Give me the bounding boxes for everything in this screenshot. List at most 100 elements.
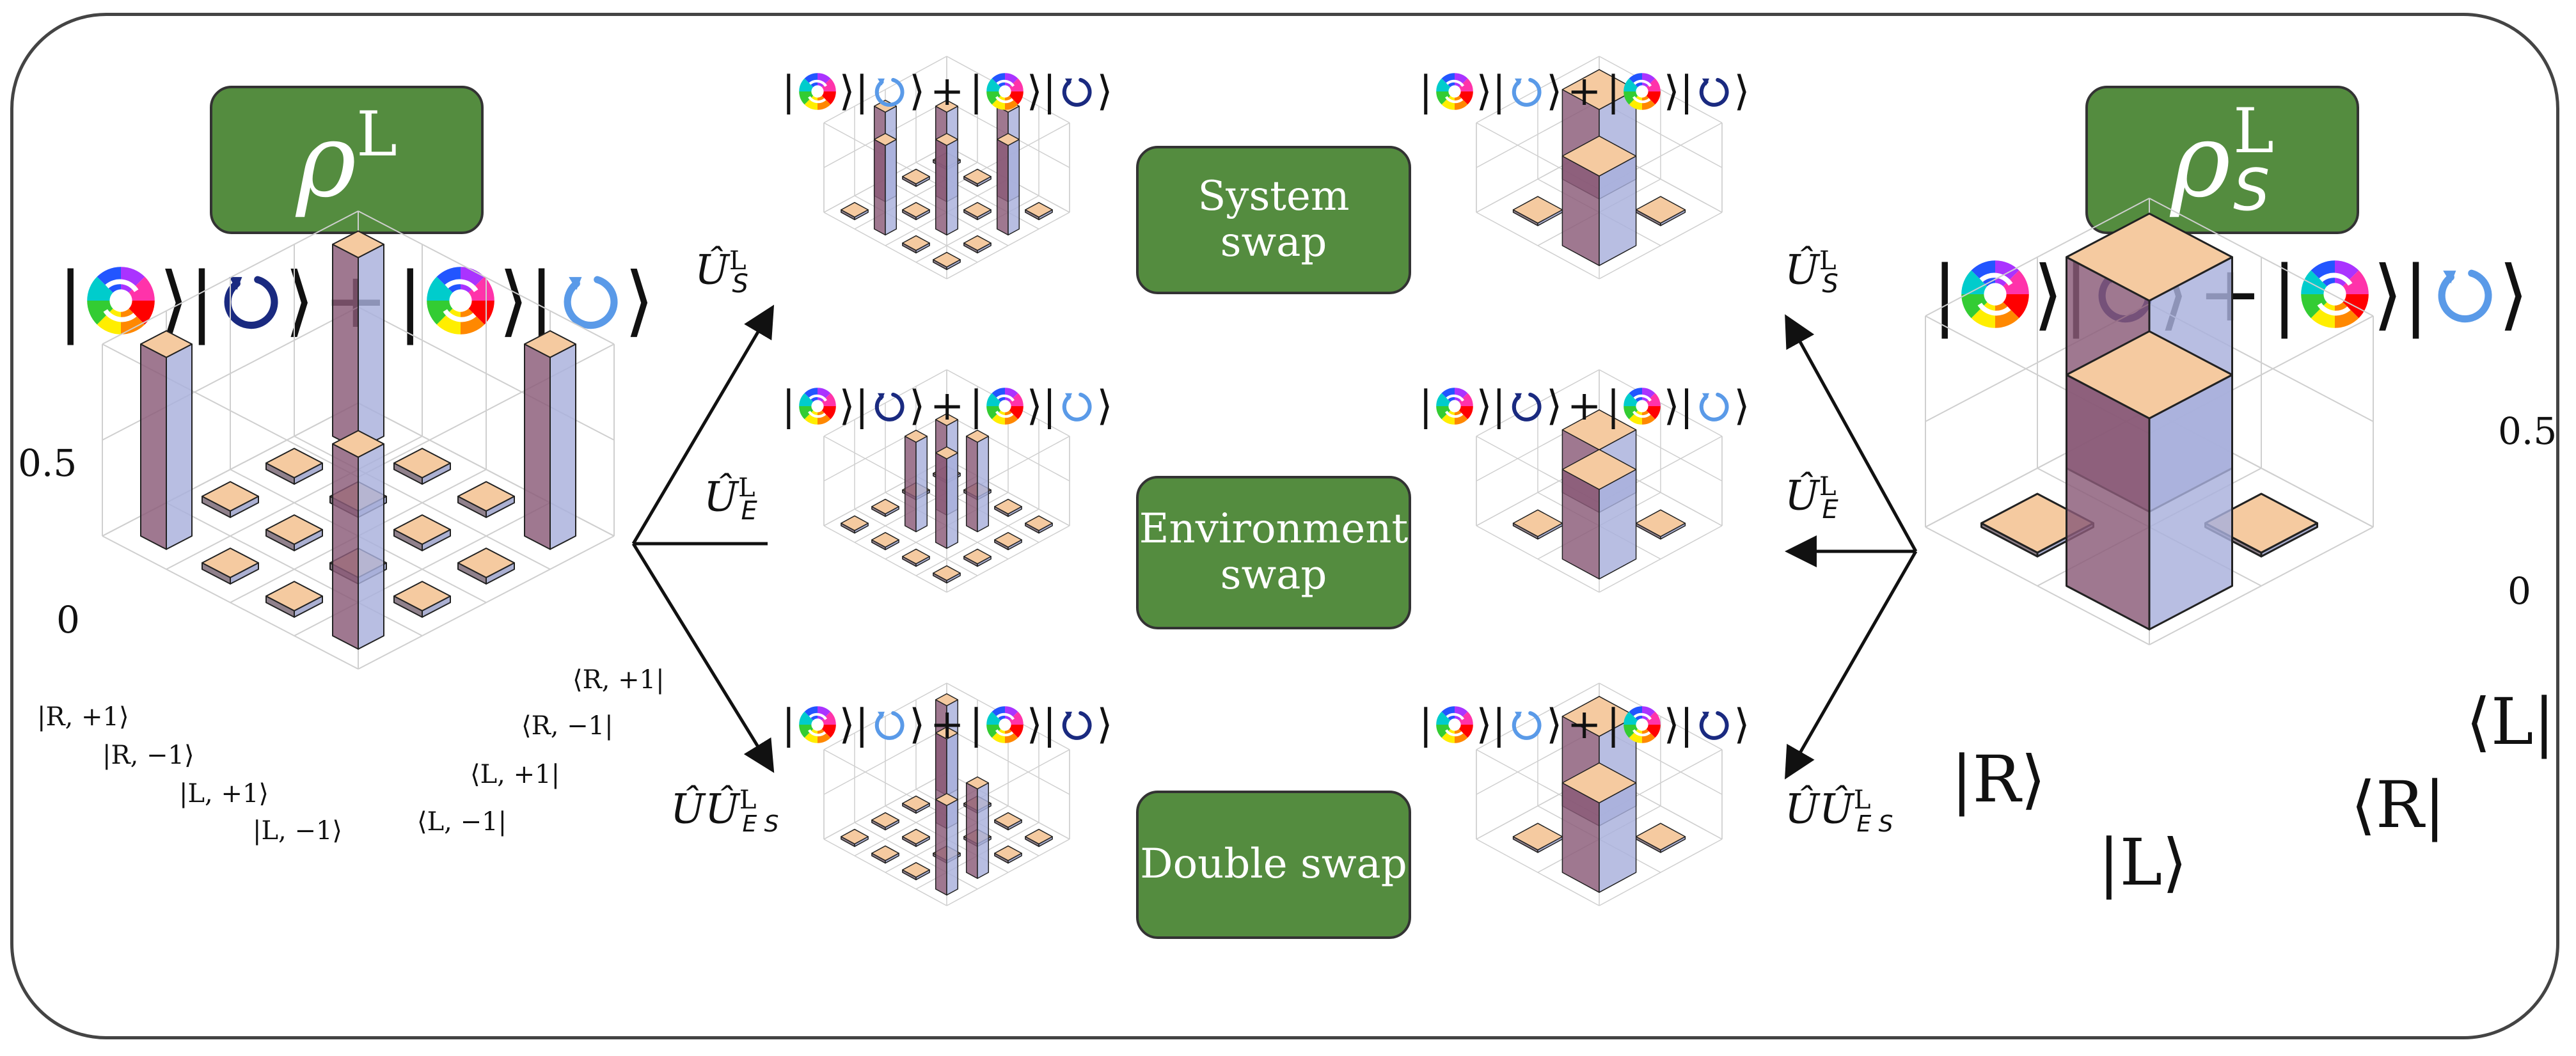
- ket-bar: |: [1606, 701, 1620, 748]
- coherence-tile-3-3: [933, 565, 961, 584]
- system-swap-box: System swap: [1136, 146, 1411, 294]
- bar-3-1: [873, 132, 897, 236]
- oam-disc-icon: [986, 73, 1023, 110]
- ket-bar: |: [189, 256, 215, 345]
- ket-bar: |: [782, 382, 796, 430]
- ket-bar: |: [1492, 68, 1506, 115]
- oam-disc-icon: [1435, 706, 1473, 743]
- ket-angle: ⟩: [1734, 68, 1750, 115]
- ket-bar: |: [58, 256, 84, 345]
- ket-angle: ⟩: [1096, 382, 1113, 430]
- coherence-tile-1-0: [902, 795, 930, 814]
- polarization-arrow-icon: [2438, 270, 2492, 323]
- left-z-tick-0: 0: [56, 598, 80, 642]
- plus-sign: +: [1567, 382, 1602, 430]
- plus-sign: +: [929, 701, 965, 748]
- oam-disc-icon: [798, 706, 836, 743]
- coherence-tile-3-1: [871, 845, 899, 864]
- ket-bar: |: [2403, 249, 2429, 339]
- coherence-tile-3-1: [201, 548, 259, 585]
- coherence-tile-3-0: [841, 201, 869, 221]
- plus-sign: +: [1567, 68, 1602, 115]
- rho-symbol: ρ: [296, 100, 357, 220]
- ket-angle: ⟩: [1476, 382, 1492, 430]
- arrow-from-right-double: [1785, 550, 1918, 780]
- ket-bar: |: [1419, 701, 1433, 748]
- coherence-tile-1-2: [963, 201, 992, 221]
- ket-bar: |: [969, 68, 983, 115]
- polarization-arrow-icon: [564, 276, 618, 329]
- polarization-arrow-icon: [1063, 78, 1092, 107]
- coherence-tile-0-2: [994, 812, 1022, 831]
- ket-bar: |: [1042, 68, 1057, 115]
- ket-bar: |: [1679, 68, 1694, 115]
- ket-angle: ⟩: [624, 256, 654, 345]
- bar-1-3: [996, 132, 1020, 236]
- bar-3-0: [140, 330, 193, 550]
- coherence-tile-2-0: [871, 812, 899, 831]
- coherence-tile-2-1: [902, 201, 930, 221]
- coherence-tile-2-3: [963, 235, 992, 254]
- polarization-arrow-icon: [1512, 78, 1542, 107]
- mini-equation-environment-right: |⟩|⟩ + |⟩|⟩: [1419, 377, 1750, 435]
- arrow-to-double-swap: [631, 542, 775, 773]
- coherence-tile-3-3: [933, 251, 961, 271]
- polarization-arrow-icon: [1512, 711, 1542, 741]
- polarization-arrow-icon: [874, 78, 905, 107]
- coherence-tile-1-0: [902, 168, 930, 187]
- coherence-tile-2-3: [963, 548, 992, 567]
- coherence-tile-0-1: [963, 168, 992, 187]
- ket-angle: ⟩: [284, 256, 315, 345]
- ket-angle: ⟩: [1546, 701, 1563, 748]
- ket-bar: |: [1419, 382, 1433, 430]
- rho-S-superscript: L: [2233, 95, 2274, 167]
- op-right-environment: ÛLE: [1785, 472, 1838, 525]
- coherence-tile-1-3: [994, 845, 1022, 864]
- ket-bar: |: [969, 701, 983, 748]
- coherence-tile-2-1: [902, 828, 930, 847]
- environment-swap-label-2: swap: [1220, 551, 1327, 599]
- rho-S-symbol: ρ: [2170, 100, 2231, 220]
- ket-angle: ⟩: [1663, 68, 1680, 115]
- mini-equation-system-left: |⟩|⟩ + |⟩|⟩: [782, 63, 1112, 120]
- ket-bar: |: [1606, 382, 1620, 430]
- ket-angle: ⟩: [839, 382, 855, 430]
- ket-bar: |: [1042, 701, 1057, 748]
- oam-disc-icon: [798, 388, 836, 425]
- mini-plot-system-right: [1476, 56, 1723, 280]
- right-z-tick-0: 0: [2508, 569, 2531, 613]
- mini-plot-environment-left: [823, 369, 1070, 593]
- ket-angle: ⟩: [909, 701, 926, 748]
- bar-0-3: [524, 330, 576, 550]
- system-swap-label: System swap: [1197, 173, 1350, 266]
- ket-bar: |: [855, 68, 869, 115]
- bar-3-3: [332, 430, 384, 650]
- bar-2-2: [935, 132, 959, 236]
- coherence-tile-3-2: [902, 548, 930, 567]
- mini-plot-system-left: [823, 56, 1070, 280]
- coherence-tile-1-2: [393, 514, 451, 551]
- ket-bar: |: [1492, 701, 1506, 748]
- oam-disc-icon: [1623, 388, 1661, 425]
- ket-angle: ⟩: [1734, 382, 1750, 430]
- ket-label-L-minus1: |L, −1⟩: [253, 816, 343, 846]
- ket-bar: |: [782, 701, 796, 748]
- oam-disc-icon: [798, 73, 836, 110]
- coherence-tile-1-0: [265, 448, 323, 485]
- left-z-tick-0.5: 0.5: [18, 441, 77, 485]
- mini-plot-double-left: [823, 682, 1070, 906]
- coherence-tile-0-2: [994, 498, 1022, 517]
- right-z-tick-0.5: 0.5: [2498, 409, 2557, 453]
- polarization-arrow-icon: [874, 393, 905, 422]
- ket-label-R-minus1: |R, −1⟩: [102, 741, 194, 770]
- coherence-tile-0-1: [1635, 196, 1686, 226]
- ket-angle: ⟩: [1026, 701, 1043, 748]
- coherence-tile-2-3: [393, 581, 451, 618]
- bar-0-0: [332, 230, 384, 450]
- coherence-tile-0-3: [1025, 515, 1053, 534]
- coherence-tile-3-2: [265, 581, 323, 618]
- oam-disc-icon: [1435, 73, 1473, 110]
